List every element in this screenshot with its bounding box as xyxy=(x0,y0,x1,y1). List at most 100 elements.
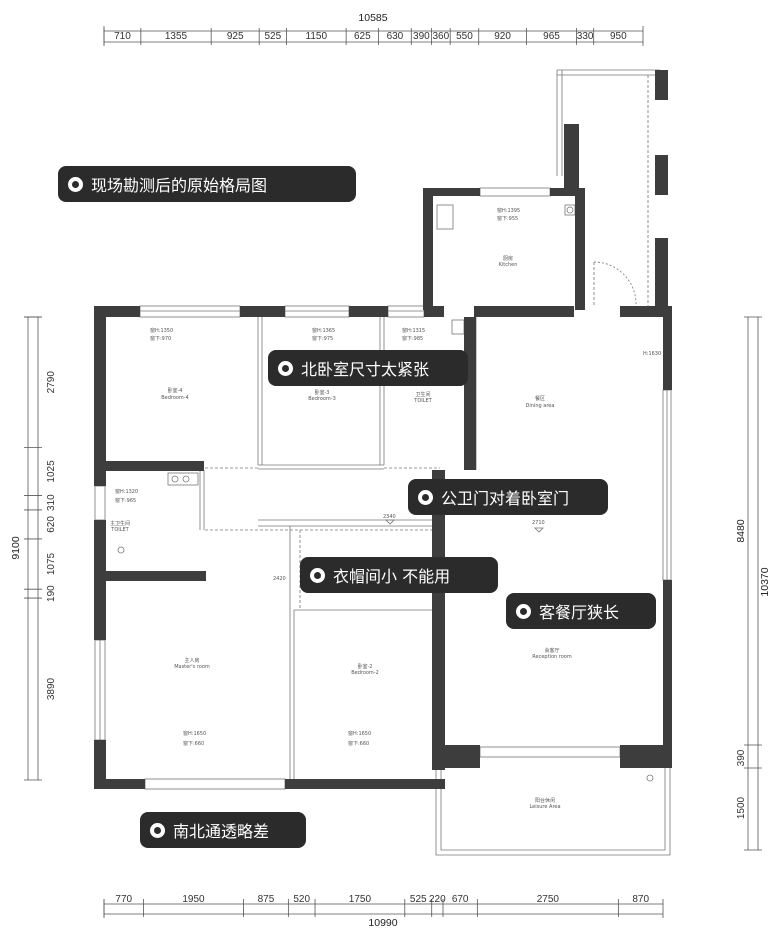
dim-bottom-value: 2750 xyxy=(537,894,560,905)
dim-top-value: 1150 xyxy=(306,31,328,42)
kitchen-window-sill: 窗下:955 xyxy=(497,215,518,222)
leisure-label: 阳台休闲 xyxy=(535,797,555,804)
bullet-dot-icon xyxy=(418,489,433,505)
toilet-main-label: 主卫生间 xyxy=(110,520,130,527)
dim-bottom-value: 520 xyxy=(293,894,310,905)
dim-bottom-value: 870 xyxy=(632,894,649,905)
master-window-height: 窗H:1650 xyxy=(183,730,206,737)
callout-text: 公卫门对着卧室门 xyxy=(441,489,570,508)
dim-top-value: 925 xyxy=(227,31,244,42)
dim-right-sub: 8480 xyxy=(735,519,747,543)
dim-top-value: 550 xyxy=(456,31,473,42)
dim-2710: 2710 xyxy=(532,520,545,526)
callout-closet: 衣帽间小 不能用 xyxy=(300,557,498,593)
bedroom2-window-height: 窗H:1650 xyxy=(348,730,371,737)
dim-top-value: 360 xyxy=(432,31,449,42)
bedroom4-label-en: Bedroom-4 xyxy=(161,395,189,401)
kitchen-label-en: Kitchen xyxy=(499,262,518,268)
dim-bottom-total: 10990 xyxy=(368,917,397,929)
bedroom4-window-height: 窗H:1350 xyxy=(150,327,173,334)
toilet-main-window-height: 窗H:1320 xyxy=(115,488,138,495)
dim-2420: 2420 xyxy=(273,576,286,582)
callout-north-bedroom: 北卧室尺寸太紧张 xyxy=(268,350,468,386)
reception-label-en: Reception room xyxy=(532,654,572,660)
dim-right-390: 390 xyxy=(736,749,747,766)
toilet-n-label: 卫生间 xyxy=(415,391,430,398)
dim-top-value: 920 xyxy=(494,31,511,42)
dim-bottom-value: 1750 xyxy=(349,894,372,905)
dining-window-height: H:1630 xyxy=(643,351,661,357)
toilet-main-window-sill: 窗下:965 xyxy=(115,497,136,504)
dim-right-total: 10370 xyxy=(759,567,771,596)
bullet-dot-icon xyxy=(516,603,531,619)
dim-top-value: 1355 xyxy=(165,31,188,42)
bullet-dot-icon xyxy=(68,176,83,192)
bedroom2-label-en: Bedroom-2 xyxy=(351,670,379,676)
dim-bottom-value: 1950 xyxy=(182,894,205,905)
bullet-dot-icon xyxy=(310,567,325,583)
dim-bottom-value: 220 xyxy=(429,894,446,905)
dim-top-value: 710 xyxy=(114,31,131,42)
callout-ventilation: 南北通透略差 xyxy=(140,812,306,848)
left-dimension-chain xyxy=(24,316,42,781)
callout-text: 北卧室尺寸太紧张 xyxy=(301,360,430,379)
toilet-n-label-en: TOILET xyxy=(413,398,432,404)
callout-text: 南北通透略差 xyxy=(173,822,270,841)
bedroom2-window-sill: 窗下:660 xyxy=(348,740,369,747)
dim-left-value: 620 xyxy=(46,516,57,533)
dim-left-value: 3890 xyxy=(46,677,57,700)
dim-top-value: 390 xyxy=(413,31,430,42)
toilet-n-window-height: 窗H:1315 xyxy=(402,327,425,334)
bedroom3-window-height: 窗H:1365 xyxy=(312,327,335,334)
bedroom4-window-sill: 窗下:970 xyxy=(150,335,171,342)
dim-left-value: 1075 xyxy=(46,552,57,575)
callout-text: 客餐厅狭长 xyxy=(539,603,620,622)
master-window-sill: 窗下:660 xyxy=(183,740,204,747)
bedroom3-label: 卧室-3 xyxy=(315,389,330,396)
thin-lines xyxy=(94,69,672,856)
leisure-label-en: Leisure Area xyxy=(529,804,560,810)
bedroom3-label-en: Bedroom-3 xyxy=(308,396,336,402)
bedroom2-label: 卧室-2 xyxy=(358,663,373,670)
dim-bottom-value: 670 xyxy=(452,894,469,905)
kitchen-label: 厨房 xyxy=(503,255,513,262)
dim-left-value: 2790 xyxy=(46,371,57,394)
left-dimension-values: 2790 1025 310 620 1075 190 3890 xyxy=(24,316,57,700)
callout-original-layout: 现场勘测后的原始格局图 xyxy=(58,166,356,202)
toilet-n-window-sill: 窗下:985 xyxy=(402,335,423,342)
dim-top-total: 10585 xyxy=(358,12,387,24)
dim-2340: 2340 xyxy=(383,514,396,520)
dim-bottom-value: 525 xyxy=(410,894,427,905)
bedroom4-label: 卧室-4 xyxy=(168,387,183,394)
bedroom3-window-sill: 窗下:975 xyxy=(312,335,333,342)
dim-left-total: 9100 xyxy=(10,536,22,560)
dim-left-value: 1025 xyxy=(46,460,57,483)
right-dimension-chain xyxy=(744,316,762,851)
dining-label: 餐区 xyxy=(535,395,545,402)
dim-top-value: 625 xyxy=(354,31,371,42)
dim-top-value: 950 xyxy=(610,31,627,42)
callout-living-dining: 客餐厅狭长 xyxy=(506,593,656,629)
master-label-en: Master's room xyxy=(174,664,210,670)
dining-label-en: Dining area xyxy=(526,403,555,409)
toilet-main-label-en: TOILET xyxy=(110,527,129,533)
callout-text: 衣帽间小 不能用 xyxy=(333,567,451,586)
dim-bottom-value: 770 xyxy=(115,894,132,905)
kitchen-window-height: 窗H:1395 xyxy=(497,207,520,214)
callout-text: 现场勘测后的原始格局图 xyxy=(91,176,268,195)
dim-top-value: 330 xyxy=(577,31,594,42)
master-label: 主人房 xyxy=(184,657,199,664)
dim-top-value: 525 xyxy=(264,31,281,42)
reception-label: 会客厅 xyxy=(544,647,559,654)
dim-bottom-value: 875 xyxy=(258,894,275,905)
dim-top-value: 965 xyxy=(543,31,560,42)
dim-left-value: 190 xyxy=(46,585,57,602)
room-labels: 窗H:1395 窗下:955 厨房 Kitchen 窗H:1350 窗下:970… xyxy=(110,207,661,810)
bullet-dot-icon xyxy=(150,822,165,838)
walls xyxy=(94,70,672,789)
bullet-dot-icon xyxy=(278,360,293,376)
dim-left-value: 310 xyxy=(46,494,57,511)
dim-top-value: 630 xyxy=(387,31,404,42)
